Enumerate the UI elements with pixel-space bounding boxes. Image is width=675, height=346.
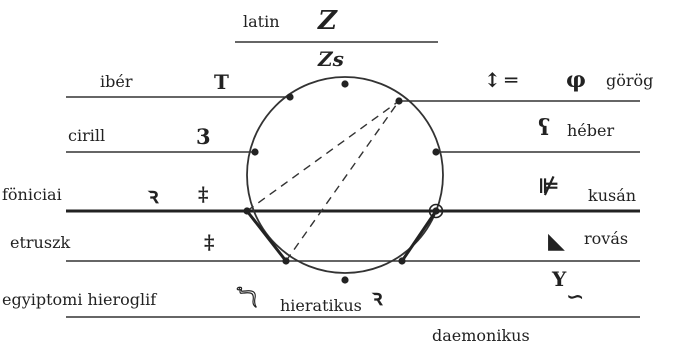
circle-point-heber [432,148,440,156]
latin-glyph-zs: Zs [317,47,344,71]
glyph-rovas: ◣ [548,228,565,254]
label-etruszk: etruszk [10,233,70,252]
label-heber: héber [567,121,614,140]
glyph-heber: ʕ [538,115,550,141]
glyph-daemonic-b: ∽ [566,284,584,310]
label-egyiptomi-hieroglif: egyiptomi hieroglif [2,290,157,309]
label-iber: ibér [100,72,133,91]
circle-point-etruszk [282,257,290,265]
glyph-etruszk: ‡ [204,230,214,254]
circle-point-top [341,80,349,88]
label-daemonikus: daemonikus [432,326,530,345]
latin-label: latin [243,12,280,31]
glyph-egyiptomi: 𓆓 [236,286,257,312]
label-rovas: rovás [584,229,628,248]
glyph-gorog-a: ↕ [484,68,501,92]
glyph-foniciai-b: ‡ [198,182,208,206]
circle-point-kusan-ring [428,203,444,219]
glyph-hieratikus: ꝛ [371,285,383,311]
glyph-gorog-c: φ [566,67,586,93]
label-hieratikus: hieratikus [280,296,362,315]
dashed-chord-foniciai [246,100,400,212]
circle-point-bottom [341,276,349,284]
glyph-kusan: ⊯ [538,174,560,198]
label-foniciai: föniciai [2,185,62,204]
dashed-chord-etruszk [285,100,400,262]
circle-point-rovas [398,257,406,265]
label-kusan: kusán [588,186,636,205]
circle-point-foniciai [243,207,251,215]
glyph-gorog-b: ═ [504,68,518,92]
circle-point-kusan [432,207,440,215]
thick-edge-left [245,210,288,262]
latin-glyph-z: Z [317,6,338,36]
circle-point-gorog [395,97,403,105]
label-cirill: cirill [68,126,105,145]
circle-point-cirill [251,148,259,156]
circle-point-iber [286,93,294,101]
glyph-iber: T [214,70,229,94]
glyph-foniciai-a: ꝛ [147,183,159,209]
glyph-daemonic-a: Y [551,267,567,291]
thick-edge-right [400,210,438,262]
label-gorog: görög [606,71,653,90]
main-circle [246,76,444,274]
glyph-cirill: 3 [196,124,211,149]
